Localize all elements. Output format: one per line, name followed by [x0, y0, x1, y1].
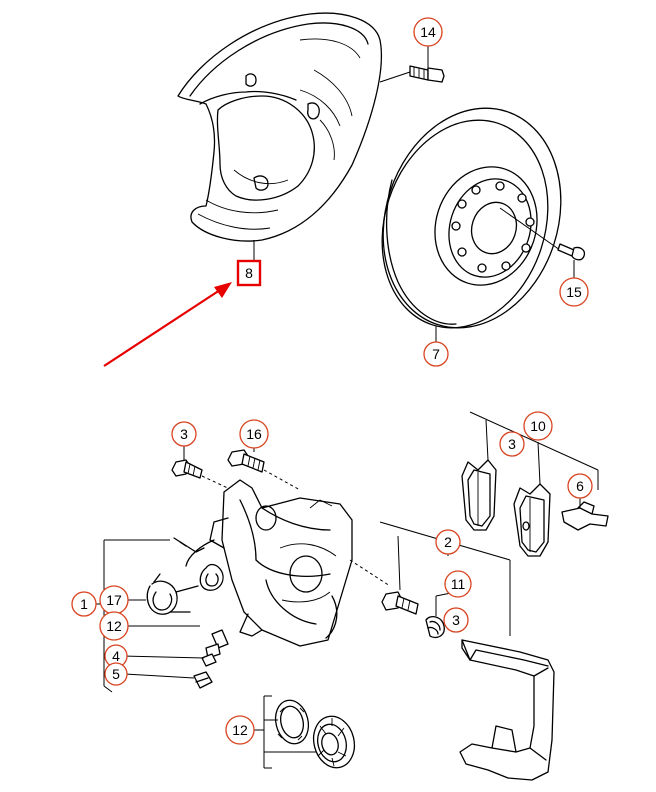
callout-12-caliper: 12	[99, 611, 129, 641]
callout-1: 1	[71, 591, 97, 617]
spring-12-caliper	[173, 537, 224, 591]
svg-text:10: 10	[530, 418, 546, 434]
svg-text:12: 12	[232, 722, 248, 738]
svg-text:1: 1	[80, 596, 88, 612]
anti-rattle-clip-6	[561, 498, 609, 531]
bolt-16	[227, 446, 301, 491]
svg-text:14: 14	[420, 24, 436, 40]
svg-text:4: 4	[112, 648, 120, 664]
brake-disc	[381, 107, 562, 342]
callout-3-upper: 3	[171, 421, 197, 447]
callout-11: 11	[444, 570, 472, 598]
bolt-14	[379, 46, 445, 83]
callout-10: 10	[523, 411, 553, 441]
callout-8: 8	[245, 265, 253, 281]
bleeder-screw-4	[123, 629, 229, 667]
bolt-3-upper	[171, 446, 233, 491]
svg-text:3: 3	[180, 426, 188, 442]
svg-text:12: 12	[106, 618, 122, 634]
seal-ring	[274, 699, 310, 745]
caliper-body	[185, 479, 391, 647]
brake-pad-left	[461, 459, 497, 531]
red-arrow	[103, 282, 232, 367]
svg-text:17: 17	[106, 592, 122, 608]
piston-boot	[312, 715, 356, 769]
group-bracket-12	[254, 695, 316, 769]
cap-5	[123, 671, 213, 689]
callout-15: 15	[559, 277, 589, 307]
callout-7: 7	[423, 341, 449, 367]
svg-text:16: 16	[246, 426, 262, 442]
dust-shield	[177, 12, 383, 262]
callout-12-kit: 12	[225, 715, 255, 745]
svg-text:5: 5	[112, 666, 120, 682]
svg-text:2: 2	[444, 534, 452, 550]
svg-text:7: 7	[432, 346, 440, 362]
callout-17: 17	[99, 585, 129, 615]
callout-5: 5	[104, 662, 128, 686]
callout-16: 16	[239, 419, 269, 449]
svg-text:11: 11	[451, 576, 466, 592]
svg-text:6: 6	[576, 478, 584, 494]
guide-pin-11	[381, 591, 457, 616]
svg-text:8: 8	[245, 265, 253, 281]
highlight-box-8	[236, 259, 262, 287]
pad-group-bracket	[469, 411, 599, 490]
caliper-carrier	[459, 639, 555, 781]
callout-6: 6	[567, 473, 593, 499]
callout-3-guide: 3	[443, 607, 469, 633]
svg-text:15: 15	[566, 284, 582, 300]
svg-text:3: 3	[508, 436, 516, 452]
spring-17	[146, 573, 199, 615]
screw-15	[557, 243, 586, 280]
callout-14: 14	[413, 17, 443, 47]
brake-pad-right	[513, 483, 551, 557]
callout-2: 2	[435, 529, 461, 555]
callout-3-pads: 3	[499, 431, 525, 457]
svg-text:3: 3	[452, 612, 460, 628]
